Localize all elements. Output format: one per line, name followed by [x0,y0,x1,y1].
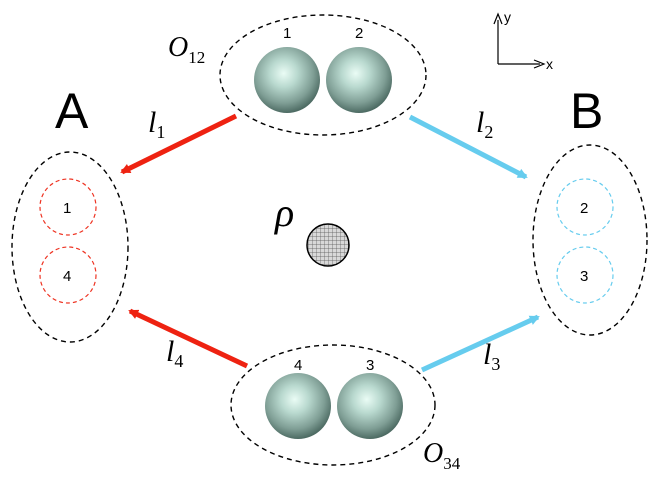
sphere-3 [337,373,403,439]
party-b-boundary [532,144,648,336]
party-a-slot-1 [39,178,97,236]
sphere-1 [254,47,320,113]
party-a-slot-4 [39,246,97,304]
rho-hatched-circle [306,223,350,267]
link-l4-label: l4 [166,335,183,371]
center-state: ρ [273,190,350,267]
axis-x-label: x [546,56,553,72]
party-a-boundary [11,151,129,343]
link-l3-label: l3 [483,338,500,374]
party-a-slot-1-label: 1 [63,200,71,217]
party-a: A 1 4 [11,83,129,343]
party-b-slot-3-label: 3 [580,268,588,285]
party-b: B 2 3 [532,83,648,336]
axis-indicator: y x [493,9,553,72]
group-o12-boundary [219,14,427,136]
sphere-2-label: 2 [355,25,363,42]
arrow-l3 [420,314,540,373]
party-a-slot-4-label: 4 [63,268,71,285]
axis-y-label: y [504,9,511,25]
party-b-slot-2 [556,178,614,236]
party-b-slot-3 [556,246,614,304]
group-o34-boundary [230,344,436,466]
group-o34: 4 3 O34 [230,344,461,473]
link-l1-label: l1 [148,106,165,142]
party-a-label: A [55,83,89,139]
arrow-l4 [128,308,249,369]
group-o12-label: O12 [168,32,205,67]
rho-symbol: ρ [273,190,294,235]
group-o34-label: O34 [423,438,461,473]
sphere-3-label: 3 [366,357,374,374]
sphere-4-label: 4 [294,357,302,374]
link-l2-label: l2 [476,106,493,142]
sphere-4 [265,373,331,439]
sphere-1-label: 1 [283,25,291,42]
party-b-label: B [570,83,603,139]
sphere-2 [326,47,392,113]
group-o12: 1 2 O12 [168,14,427,136]
arrow-l2 [408,114,528,180]
party-b-slot-2-label: 2 [580,200,588,217]
arrow-l1 [120,113,238,175]
